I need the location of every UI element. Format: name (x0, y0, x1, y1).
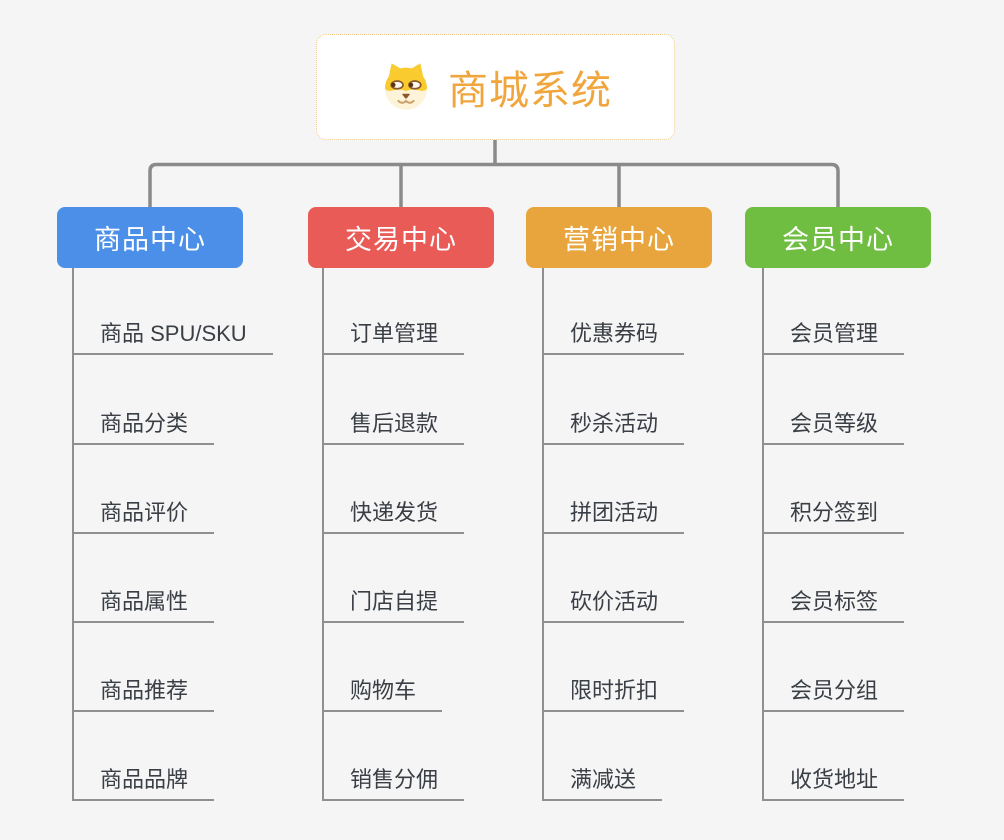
leaf-node[interactable]: 收货地址 (763, 765, 905, 801)
leaf-node[interactable]: 会员分组 (763, 676, 905, 712)
leaf-node[interactable]: 快递发货 (323, 498, 465, 534)
leaf-node[interactable]: 会员管理 (763, 319, 905, 355)
leaf-node[interactable]: 商品属性 (73, 587, 215, 623)
root-title: 商城系统 (448, 69, 612, 113)
root-node[interactable]: 商城系统 (316, 34, 675, 140)
leaf-node[interactable]: 购物车 (323, 676, 443, 712)
branch-node-member-center[interactable]: 会员中心 (745, 207, 931, 268)
leaf-node[interactable]: 秒杀活动 (543, 409, 685, 445)
leaf-node[interactable]: 商品 SPU/SKU (73, 319, 273, 355)
leaf-node[interactable]: 商品推荐 (73, 676, 215, 712)
branch-node-trade-center[interactable]: 交易中心 (308, 207, 494, 268)
leaf-node[interactable]: 拼团活动 (543, 498, 685, 534)
branch-label: 会员中心 (782, 225, 894, 255)
leaf-node[interactable]: 订单管理 (323, 319, 465, 355)
branch-label: 交易中心 (345, 225, 457, 255)
branch-node-marketing-center[interactable]: 营销中心 (526, 207, 712, 268)
leaf-node[interactable]: 满减送 (543, 765, 663, 801)
leaf-node[interactable]: 商品评价 (73, 498, 215, 534)
branch-label: 营销中心 (563, 225, 675, 255)
leaf-node[interactable]: 商品分类 (73, 409, 215, 445)
leaf-node[interactable]: 限时折扣 (543, 676, 685, 712)
leaf-node[interactable]: 会员等级 (763, 409, 905, 445)
shiba-dog-face-icon (384, 63, 428, 110)
leaf-node[interactable]: 销售分佣 (323, 765, 465, 801)
leaf-node[interactable]: 商品品牌 (73, 765, 215, 801)
branch-label: 商品中心 (94, 225, 206, 255)
branch-node-product-center[interactable]: 商品中心 (57, 207, 243, 268)
leaf-node[interactable]: 售后退款 (323, 409, 465, 445)
leaf-node[interactable]: 门店自提 (323, 587, 465, 623)
leaf-node[interactable]: 优惠券码 (543, 319, 685, 355)
leaf-node[interactable]: 砍价活动 (543, 587, 685, 623)
leaf-node[interactable]: 会员标签 (763, 587, 905, 623)
leaf-node[interactable]: 积分签到 (763, 498, 905, 534)
